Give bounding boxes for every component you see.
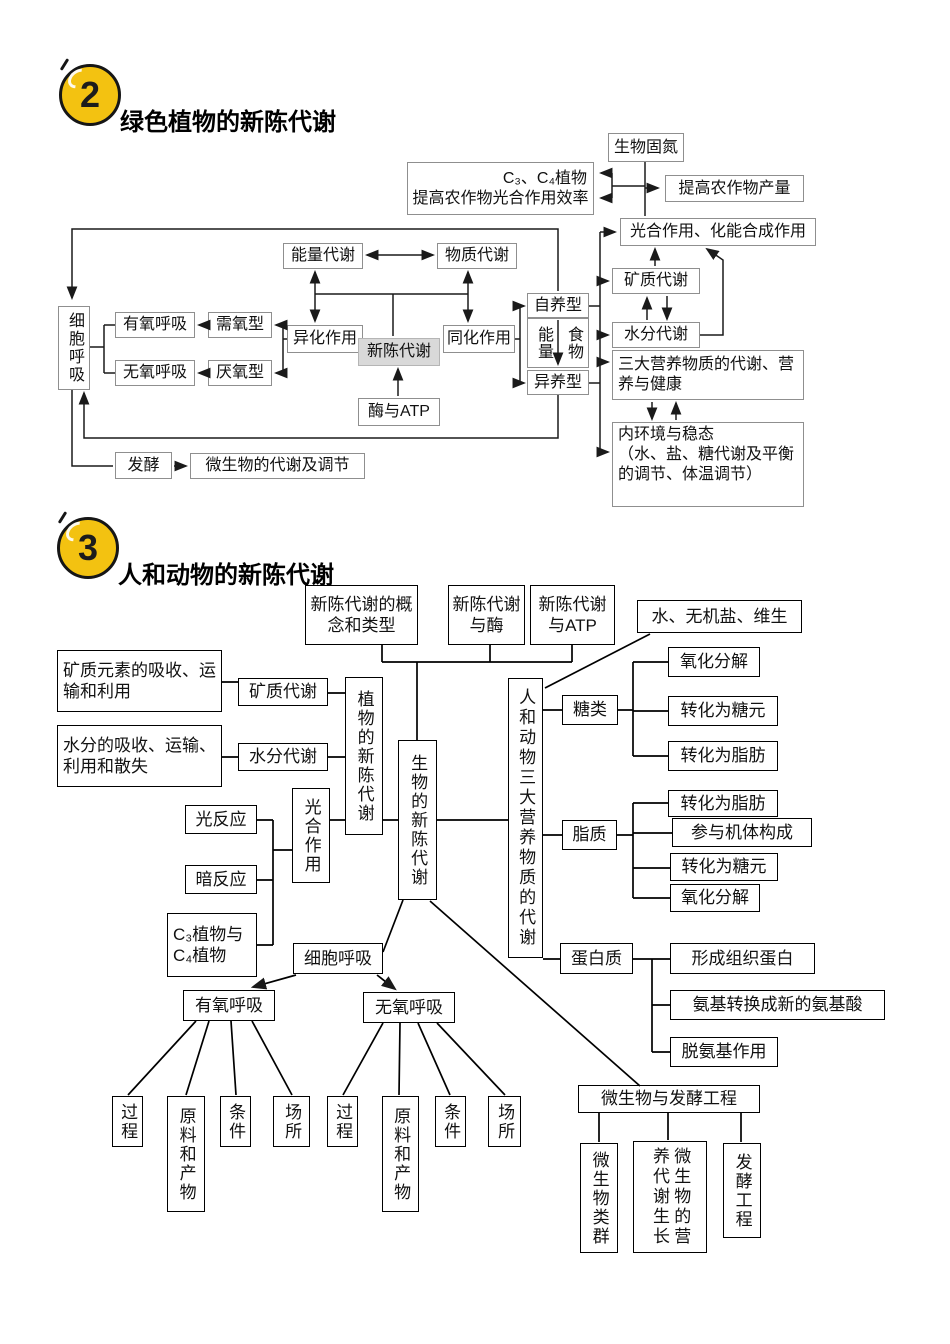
node-metabolism-atp: 新陈代谢与ATP (530, 585, 615, 645)
node-internal-environment-title: 内环境与稳态 (618, 426, 715, 443)
section-3-badge: 3 (57, 517, 119, 579)
section-3-title: 人和动物的新陈代谢 (118, 562, 334, 589)
node-anaerobic-respiration: 无氧呼吸 (115, 360, 195, 386)
node-sugar-branch-0: 氧化分解 (668, 647, 760, 677)
node-three-nutrients: 三大营养物质的代谢、营养与健康 (612, 350, 804, 400)
node-resp-b-place: 场所 (488, 1096, 521, 1147)
node-resp-b-condition: 条件 (435, 1096, 466, 1147)
node-lipid-branch-1: 参与机体构成 (672, 818, 812, 847)
section-2-badge: 2 (59, 64, 121, 126)
node-aerobic-respiration-3: 有氧呼吸 (183, 990, 275, 1021)
node-anaerobic-type: 厌氧型 (208, 360, 272, 386)
section-2-title: 绿色植物的新陈代谢 (120, 109, 336, 136)
node-plant-metabolism: 植物的新陈代谢 (345, 677, 383, 835)
node-heterotroph: 异养型 (527, 370, 589, 395)
node-metabolism-center: 新陈代谢 (358, 338, 440, 366)
node-internal-environment-detail: （水、盐、糖代谢及平衡的调节、体温调节） (618, 446, 795, 483)
node-fermentation-engineering: 发酵工程 (723, 1143, 761, 1238)
node-bio-metabolism: 生物的新陈代谢 (398, 740, 437, 900)
node-resp-a-process: 过程 (112, 1096, 143, 1147)
node-lipid-branch-0: 转化为脂肪 (668, 790, 778, 817)
node-microbe-nutrition: 微生物的营养代谢生长 (633, 1141, 707, 1253)
node-food-label: 食物 (565, 326, 582, 360)
node-energy-metabolism: 能量代谢 (283, 243, 363, 269)
node-fermentation: 发酵 (115, 452, 172, 479)
node-c3c4-efficiency: C₃、C₄植物 提高农作物光合作用效率 (407, 162, 594, 215)
node-mineral-metabolism-3: 矿质代谢 (238, 678, 328, 706)
node-photosynthesis-3: 光合作用 (292, 788, 330, 883)
node-enzyme-atp: 酶与ATP (358, 398, 440, 426)
node-microbe-groups: 微生物类群 (580, 1143, 618, 1253)
node-water-metabolism: 水分代谢 (612, 322, 700, 348)
section-2-number: 2 (79, 74, 101, 115)
node-c3c4-line1: C₃、C₄植物 (502, 169, 587, 187)
node-resp-a-place: 场所 (273, 1096, 310, 1147)
node-catabolism: 异化作用 (287, 325, 363, 353)
node-water-salt-vitamin: 水、无机盐、维生 (637, 600, 802, 633)
node-sugar: 糖类 (562, 695, 618, 725)
node-resp-b-process: 过程 (327, 1096, 358, 1147)
node-concept-types: 新陈代谢的概念和类型 (305, 585, 418, 645)
node-protein-branch-2: 脱氨基作用 (670, 1037, 778, 1067)
node-aerobic-type: 需氧型 (208, 312, 272, 338)
node-metabolism-enzyme: 新陈代谢与酶 (448, 585, 525, 645)
node-light-reaction: 光反应 (185, 805, 257, 834)
node-microbe-engineering: 微生物与发酵工程 (578, 1085, 760, 1113)
node-aerobic-respiration: 有氧呼吸 (115, 312, 195, 338)
node-crop-yield: 提高农作物产量 (665, 175, 804, 202)
node-mineral-metabolism: 矿质代谢 (612, 268, 700, 294)
node-anabolism: 同化作用 (443, 325, 515, 353)
node-mineral-absorption: 矿质元素的吸收、运输和利用 (57, 650, 222, 712)
node-water-metabolism-3: 水分代谢 (238, 743, 328, 771)
node-resp-b-material: 原料和产物 (382, 1096, 419, 1212)
node-protein: 蛋白质 (560, 943, 633, 974)
node-sugar-branch-2: 转化为脂肪 (668, 741, 778, 771)
node-energy-label: 能量 (535, 326, 552, 360)
node-lipid-branch-2: 转化为糖元 (670, 853, 778, 881)
node-cell-respiration: 细胞呼吸 (58, 306, 90, 390)
node-human-animal-nutrients: 人和动物三大营养物质的代谢 (508, 678, 543, 958)
node-protein-branch-1: 氨基转换成新的氨基酸 (670, 990, 885, 1020)
node-anaerobic-respiration-3: 无氧呼吸 (363, 992, 455, 1023)
node-lipid: 脂质 (562, 820, 617, 850)
node-protein-branch-0: 形成组织蛋白 (670, 943, 815, 974)
node-energy-food: 能量 食物 (527, 318, 589, 368)
node-dark-reaction: 暗反应 (185, 865, 257, 894)
node-material-metabolism: 物质代谢 (437, 243, 517, 269)
node-internal-environment: 内环境与稳态 （水、盐、糖代谢及平衡的调节、体温调节） (612, 422, 804, 507)
node-autotroph: 自养型 (527, 293, 589, 318)
node-c3c4-plants: C₃植物与C₄植物 (167, 913, 257, 977)
node-sugar-branch-1: 转化为糖元 (668, 696, 778, 726)
node-water-absorption: 水分的吸收、运输、利用和散失 (57, 725, 222, 787)
section-3-number: 3 (77, 527, 99, 568)
node-lipid-branch-3: 氧化分解 (670, 884, 760, 912)
node-cell-respiration-3: 细胞呼吸 (293, 943, 383, 974)
node-c3c4-line2: 提高农作物光合作用效率 (412, 189, 589, 207)
node-resp-a-condition: 条件 (220, 1096, 251, 1147)
node-photosynthesis-chemosynthesis: 光合作用、化能合成作用 (620, 218, 816, 246)
node-nitrogen-fixation: 生物固氮 (608, 133, 684, 162)
node-microbe-metabolism: 微生物的代谢及调节 (190, 453, 365, 479)
node-resp-a-material: 原料和产物 (167, 1096, 205, 1212)
